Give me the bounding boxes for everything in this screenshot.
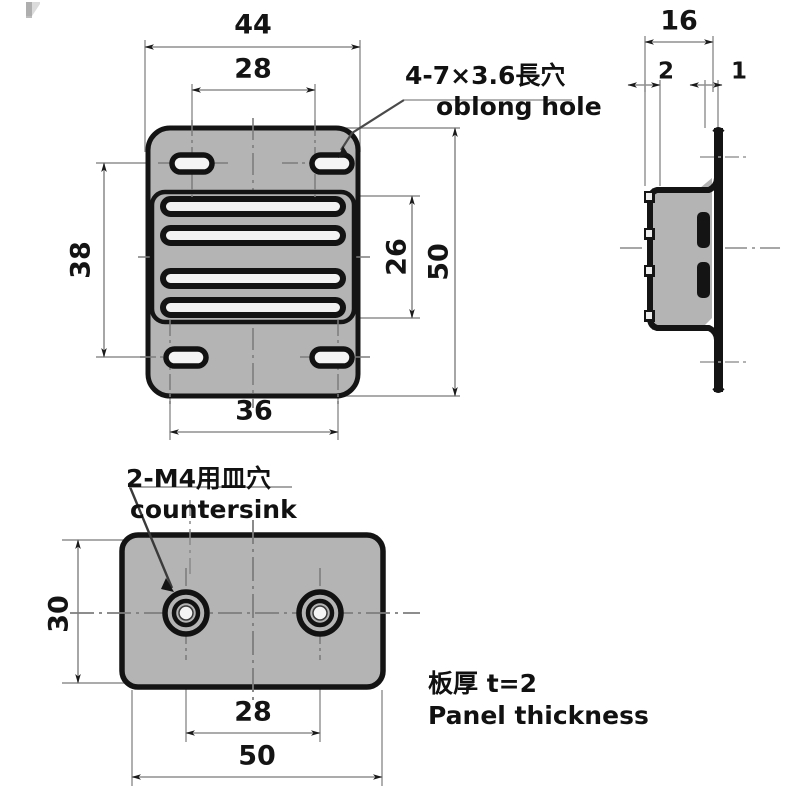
countersink-spec: 2-M4用皿穴 [126,464,271,493]
corner-artifact [26,2,40,18]
dim-50-front-label: 50 [424,243,455,281]
side-slot [697,262,710,298]
dim-28-top-label: 28 [234,54,272,85]
side-notch-inner [646,267,652,274]
oblong-hole [163,346,209,369]
louver-slot [160,196,346,217]
countersink-hole [162,589,210,637]
dim-50-bottom: 50 [131,741,383,780]
dim-28-bottom: 28 [185,697,321,736]
panel-thickness-spec: 板厚 t=2 [428,669,537,698]
dim-30: 30 [44,539,81,684]
panel-thickness-annotation: 板厚 t=2 Panel thickness [428,669,649,730]
oblong-hole-annotation: 4-7×3.6長穴 oblong hole [405,61,602,121]
side-flange-bottom-cap [712,386,725,393]
dim-2-label: 2 [658,59,674,85]
dim-26-label: 26 [382,238,413,276]
dim-16-label: 16 [660,6,698,37]
dim-16: 16 [644,6,714,45]
dim-44: 44 [144,10,361,50]
oblong-hole-english: oblong hole [436,92,602,121]
dim-38: 38 [66,162,107,358]
front-louver-panel [149,189,357,325]
countersink-annotation: 2-M4用皿穴 countersink [126,464,298,524]
panel-thickness-english: Panel thickness [428,701,649,730]
front-louver-slots [160,196,346,318]
dim-1-label: 1 [731,59,747,85]
side-flange-top-cap [712,127,725,134]
bottom-view: 30 28 50 [44,486,420,786]
oblong-hole-spec: 4-7×3.6長穴 [405,61,565,90]
dim-26: 26 [382,195,415,319]
bottom-centerlines [70,520,420,700]
louver-slot [160,225,346,246]
oblong-hole [309,152,355,175]
dim-28-bottom-label: 28 [234,697,272,728]
dim-36: 36 [169,396,339,435]
countersink-leader [128,486,292,592]
dim-44-label: 44 [234,10,272,41]
dim-30-label: 30 [44,595,75,633]
louver-slot [160,297,346,318]
side-flange-centerlines [700,156,748,363]
side-notch-inner [646,193,652,200]
front-view: 44 28 38 26 50 36 [66,10,572,440]
dim-38-label: 38 [66,241,97,279]
side-slot [697,212,710,248]
countersink-bore [312,605,328,621]
dim-1: 1 [689,59,747,88]
side-notch-inner [646,312,652,319]
countersink-english: countersink [130,495,298,524]
side-flange [714,128,723,392]
side-view: 16 2 1 [620,6,780,393]
side-notch-inner [646,230,652,237]
side-extension-lines [644,36,719,186]
louver-slot [160,268,346,289]
oblong-hole [169,152,215,175]
countersink-hole [296,589,344,637]
oblong-hole [309,346,355,369]
dim-36-label: 36 [235,396,273,427]
side-notches [644,191,655,322]
dim-2: 2 [627,59,674,88]
dim-50-front: 50 [424,127,458,397]
front-extension-lines [96,40,460,440]
oblong-hole-leader [338,99,572,158]
side-profile-outline [647,128,720,392]
dim-28-top: 28 [191,54,316,93]
countersink-bore [178,605,194,621]
front-oblong-holes [163,152,355,369]
side-body-fill [652,178,712,330]
dim-50-bottom-label: 50 [238,741,276,772]
